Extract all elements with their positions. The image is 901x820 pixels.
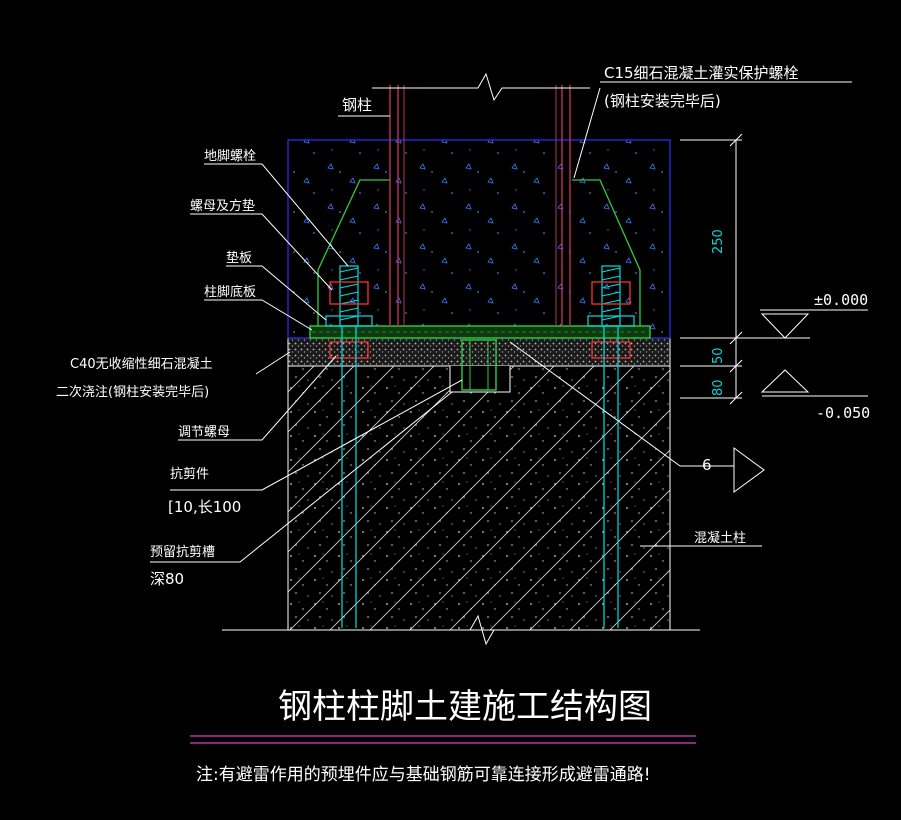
c15-encasement — [287, 139, 671, 339]
elevation-marker-top — [742, 309, 868, 339]
label-base-plate: 柱脚底板 — [204, 284, 256, 300]
section-mark-label: 6 — [702, 456, 712, 474]
label-c40-line2: 二次浇注(钢柱安装完毕后) — [56, 384, 209, 400]
label-shim: 垫板 — [226, 250, 252, 266]
concrete-column — [287, 365, 671, 631]
elevation-marker-bottom — [760, 369, 868, 397]
label-shear-key: 抗剪件 — [170, 466, 209, 482]
label-anchor-bolt: 地脚螺栓 — [204, 148, 256, 164]
label-shear-key-spec: [10,长100 — [168, 498, 241, 516]
anchor-bolt-right — [587, 265, 635, 628]
shear-slot — [449, 339, 511, 393]
anchor-bolt-left — [325, 265, 373, 628]
label-c15-line1: C15细石混凝土灌实保护螺栓 — [604, 64, 799, 82]
elevation-bottom-label: -0.050 — [816, 404, 870, 422]
label-adjust-nut: 调节螺母 — [178, 425, 230, 440]
section-mark — [509, 341, 765, 493]
bottom-break-line — [222, 614, 700, 646]
label-nut-washer: 螺母及方垫 — [190, 198, 255, 214]
dimension-250: 250 — [711, 229, 726, 254]
base-plate — [309, 325, 651, 339]
leader-lines — [150, 81, 852, 563]
dimension-50: 50 — [711, 347, 726, 364]
label-c40-line1: C40无收缩性细石混凝土 — [70, 356, 213, 372]
label-shear-slot: 预留抗剪槽 — [150, 544, 215, 560]
elevation-top-label: ±0.000 — [814, 291, 868, 309]
label-shear-slot-depth: 深80 — [150, 570, 184, 588]
dimension-chain — [680, 133, 743, 405]
label-c15-line2: (钢柱安装完毕后) — [604, 92, 721, 110]
dimension-80: 80 — [711, 379, 726, 396]
drawing-title: 钢柱柱脚土建施工结构图 — [278, 687, 652, 727]
label-steel-column: 钢柱 — [342, 96, 372, 114]
drawing-note: 注:有避雷作用的预埋件应与基础钢筋可靠连接形成避雷通路! — [196, 765, 651, 785]
label-concrete-column: 混凝土柱 — [694, 530, 746, 546]
steel-column — [372, 72, 590, 326]
